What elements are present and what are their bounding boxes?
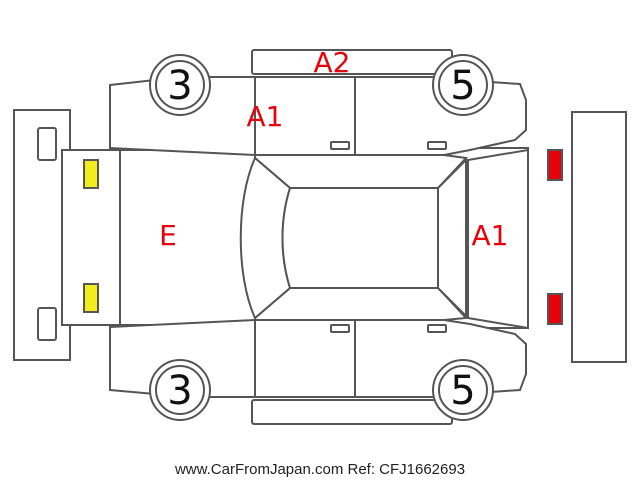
front-light-top	[83, 159, 99, 189]
rear-light-top	[547, 149, 563, 181]
front-light-bottom	[83, 283, 99, 313]
front-bumper	[13, 109, 71, 361]
damage-mark-hood: E	[159, 219, 177, 252]
rear-right-tire-label: 5	[450, 368, 475, 414]
rear-left-tire-label: 5	[450, 63, 475, 109]
rear-left-tire: 5	[432, 54, 494, 116]
damage-mark-left-side: A1	[247, 100, 284, 133]
footer-reference: www.CarFromJapan.com Ref: CFJ1662693	[174, 461, 465, 478]
rear-right-tire: 5	[432, 359, 494, 421]
damage-mark-roof: A2	[314, 46, 351, 79]
damage-mark-rear: A1	[472, 219, 509, 252]
rear-light-bottom	[547, 293, 563, 325]
right-side-panel	[109, 319, 527, 398]
cabin	[239, 154, 469, 321]
front-left-tire: 3	[149, 54, 211, 116]
left-side-panel	[109, 76, 527, 156]
front-right-tire: 3	[149, 359, 211, 421]
bottom-sill	[251, 399, 453, 425]
front-right-tire-label: 3	[167, 368, 192, 414]
top-sill	[251, 49, 453, 75]
rear-bumper	[571, 111, 627, 363]
front-left-tire-label: 3	[167, 63, 192, 109]
